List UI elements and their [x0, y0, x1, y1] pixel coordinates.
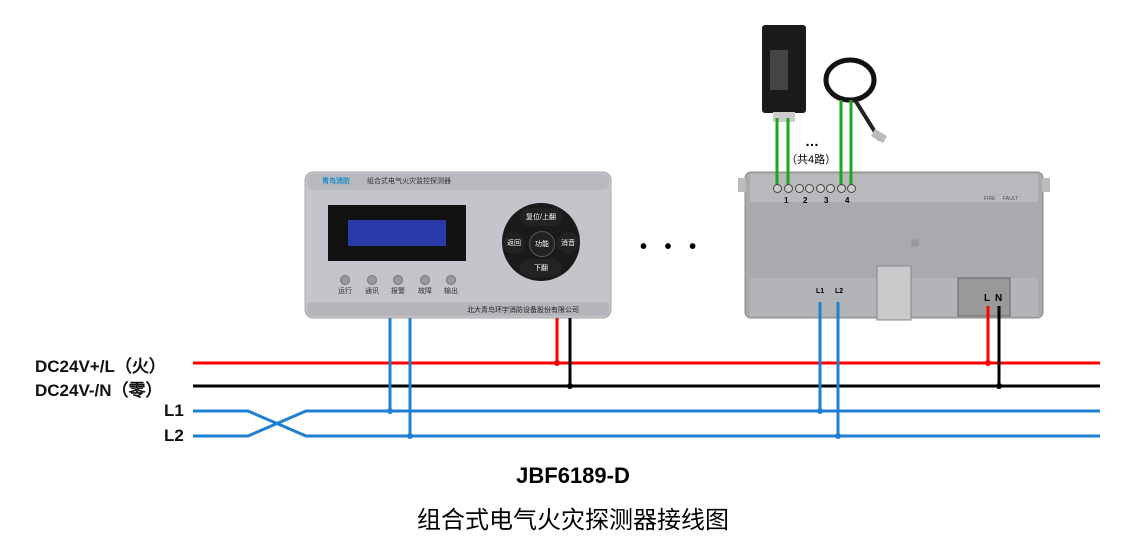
junction [554, 360, 560, 366]
lcd-screen [348, 220, 446, 246]
probe-tip [870, 129, 888, 143]
key-down[interactable]: 下翻 [520, 259, 562, 277]
terminal [805, 184, 814, 193]
terminal [784, 184, 793, 193]
bus-term-l1: L1 [816, 288, 825, 295]
transformer-label [770, 50, 788, 90]
key-function[interactable]: 功能 [529, 231, 555, 257]
status-label-fault: FAULT [1003, 196, 1019, 202]
led-label: 报警 [391, 288, 405, 295]
terminal [826, 184, 835, 193]
terminal [816, 184, 825, 193]
channel-label: 3 [824, 196, 829, 205]
channel-note: （共4路） [786, 154, 837, 166]
label-dc-pos: DC24V+/L（火） [35, 357, 166, 376]
junction [996, 383, 1002, 389]
key-back[interactable]: 返回 [503, 232, 525, 254]
transformer-terminal [773, 112, 795, 122]
monitor-brand-logo: 青鸟消防 [322, 178, 350, 185]
temperature-sensor-coil [823, 57, 877, 103]
led-run [340, 275, 350, 285]
label-dc-neg: DC24V-/N（零） [35, 381, 163, 400]
status-label-fire: FIRE [984, 196, 996, 202]
led-alarm [393, 275, 403, 285]
power-socket [957, 277, 1011, 317]
led-fault [420, 275, 430, 285]
terminal [795, 184, 804, 193]
label-l1: L1 [164, 401, 184, 420]
led-label: 运行 [338, 288, 352, 295]
led-label: 通讯 [365, 288, 379, 295]
monitor-header [307, 174, 609, 190]
channel-label: 2 [803, 196, 808, 205]
diagram-subtitle: 组合式电气火灾探测器接线图 [417, 506, 729, 534]
detector-clip-left [738, 178, 746, 192]
power-term-l: L [984, 293, 991, 304]
label-l2: L2 [164, 426, 184, 445]
led-output [446, 275, 456, 285]
junction [817, 408, 823, 414]
junction [387, 408, 393, 414]
monitor-name: 组合式电气火灾监控探测器 [367, 178, 451, 185]
key-up[interactable]: 复位/上翻 [520, 208, 562, 226]
bus-l2 [193, 409, 1100, 438]
junction [567, 383, 573, 389]
led-comm [367, 275, 377, 285]
junction [985, 360, 991, 366]
channel-ellipsis: … [805, 133, 819, 149]
led-label: 输出 [444, 288, 458, 295]
bus-term-l2: L2 [835, 288, 844, 295]
junction [407, 433, 413, 439]
terminal [773, 184, 782, 193]
monitor-company: 北大青鸟环宇消防设备股份有限公司 [467, 307, 579, 314]
more-devices-ellipsis: • • • [640, 236, 703, 258]
terminal [847, 184, 856, 193]
channel-label: 4 [845, 196, 850, 205]
diagram-title: JBF6189-D [516, 463, 630, 488]
din-clip [876, 265, 912, 321]
terminal [837, 184, 846, 193]
bus-l1 [193, 409, 1100, 438]
detector-led [911, 239, 919, 247]
power-term-n: N [995, 293, 1003, 304]
detector-clip-right [1042, 178, 1050, 192]
channel-label: 1 [784, 196, 789, 205]
monitor-footer [307, 302, 609, 316]
led-label: 故障 [418, 288, 432, 295]
key-mute[interactable]: 消音 [557, 232, 579, 254]
junction [835, 433, 841, 439]
